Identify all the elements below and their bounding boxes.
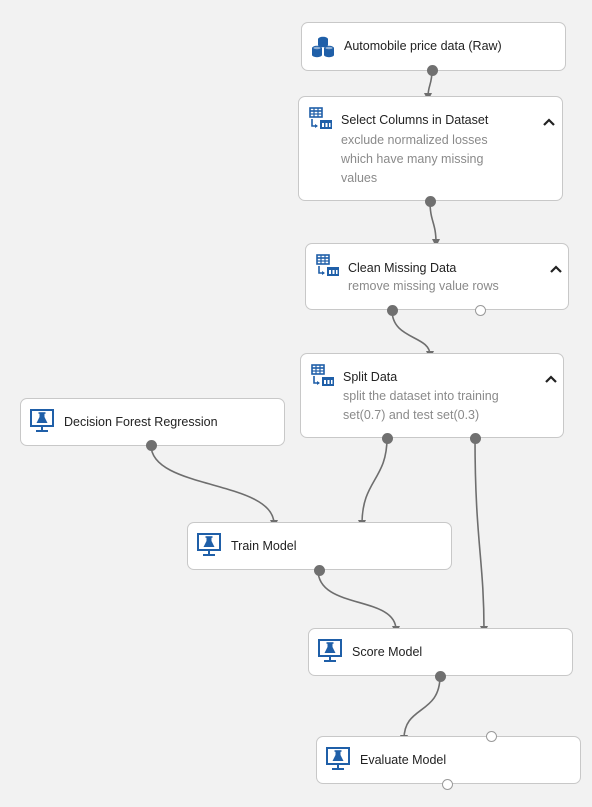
- collapse-chevron-icon[interactable]: [542, 115, 556, 129]
- table-transform-icon: [311, 364, 334, 386]
- ml-model-icon: [318, 639, 342, 662]
- node-title: Split Data: [343, 370, 398, 384]
- output-port-cleaned[interactable]: [387, 305, 398, 316]
- node-select-columns[interactable]: Select Columns in Dataset exclude normal…: [298, 96, 563, 207]
- edge-clean-to-split: [391, 309, 434, 359]
- edge-forest-to-train: [150, 444, 278, 528]
- node-evaluate-model[interactable]: Evaluate Model: [316, 731, 581, 790]
- node-description: split the dataset into training set(0.7)…: [343, 387, 499, 425]
- description-line: values: [341, 171, 378, 185]
- node-train-model[interactable]: Train Model: [187, 522, 452, 576]
- output-port-test-set[interactable]: [470, 433, 481, 444]
- node-title: Train Model: [231, 539, 297, 553]
- edge-train-to-score: [317, 569, 400, 634]
- output-port-training-set[interactable]: [382, 433, 393, 444]
- ml-model-icon: [30, 409, 54, 432]
- table-transform-icon: [309, 107, 332, 129]
- node-clean-missing-data[interactable]: Clean Missing Data remove missing value …: [305, 243, 569, 316]
- description-line: which have many missing: [341, 152, 484, 166]
- table-transform-icon: [316, 254, 339, 276]
- ml-model-icon: [326, 747, 350, 770]
- output-port-cleaning-transform[interactable]: [475, 305, 486, 316]
- description-line: set(0.7) and test set(0.3): [343, 408, 480, 422]
- node-decision-forest-regression[interactable]: Decision Forest Regression: [20, 398, 285, 451]
- node-split-data[interactable]: Split Data split the dataset into traini…: [300, 353, 564, 444]
- output-port[interactable]: [146, 440, 157, 451]
- edge-select-to-clean: [429, 200, 440, 247]
- description-line: exclude normalized losses: [341, 133, 488, 147]
- node-title: Automobile price data (Raw): [344, 39, 502, 53]
- node-description: exclude normalized losses which have man…: [341, 131, 488, 188]
- node-score-model[interactable]: Score Model: [308, 628, 573, 682]
- node-title: Evaluate Model: [360, 753, 447, 767]
- output-port[interactable]: [425, 196, 436, 207]
- node-title: Score Model: [352, 645, 423, 659]
- output-port[interactable]: [314, 565, 325, 576]
- node-title: Clean Missing Data: [348, 261, 457, 275]
- node-description: remove missing value rows: [348, 277, 499, 296]
- node-automobile-price-data[interactable]: Automobile price data (Raw): [301, 22, 566, 76]
- output-port[interactable]: [427, 65, 438, 76]
- ml-model-icon: [197, 533, 221, 556]
- collapse-chevron-icon[interactable]: [549, 262, 563, 276]
- dataset-icon: [312, 36, 334, 58]
- description-line: split the dataset into training: [343, 389, 499, 403]
- collapse-chevron-icon[interactable]: [544, 372, 558, 386]
- node-title: Select Columns in Dataset: [341, 113, 489, 127]
- node-title: Decision Forest Regression: [64, 415, 218, 429]
- edge-split-to-train: [358, 437, 388, 528]
- output-port[interactable]: [442, 779, 453, 790]
- edge-score-to-evaluate: [400, 675, 441, 743]
- description-line: remove missing value rows: [348, 279, 499, 293]
- input-port-scored-dataset-to-compare[interactable]: [486, 731, 497, 742]
- edge-split-to-score: [474, 437, 488, 634]
- output-port[interactable]: [435, 671, 446, 682]
